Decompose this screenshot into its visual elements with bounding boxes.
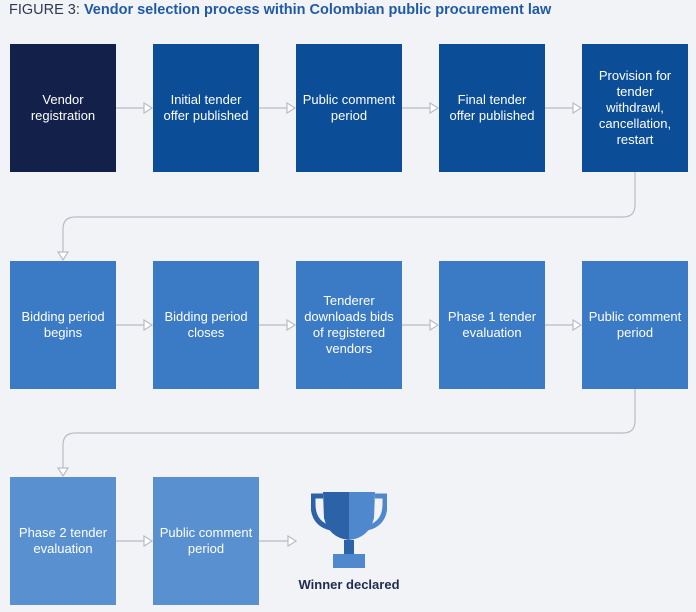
process-step: Tenderer downloads bids of registered ve… (296, 261, 402, 389)
process-step-label: Bidding period closes (164, 309, 248, 340)
connector-arrow (429, 101, 440, 115)
connector-arrow (143, 534, 154, 548)
process-step: Public comment period (296, 44, 402, 172)
process-step: Provision for tender withdrawl, cancella… (582, 44, 688, 172)
process-step: Phase 1 tender evaluation (439, 261, 545, 389)
connector-arrow (572, 101, 583, 115)
process-step-label: Tenderer downloads bids of registered ve… (304, 293, 394, 356)
process-step: Public comment period (582, 261, 688, 389)
process-step-label: Provision for tender withdrawl, cancella… (598, 68, 672, 147)
process-step-label: Public comment period (588, 309, 682, 340)
process-step-label: Public comment period (159, 525, 253, 556)
connector-arrow (286, 101, 297, 115)
process-step: Phase 2 tender evaluation (10, 477, 116, 605)
process-step: Bidding period closes (153, 261, 259, 389)
wrap-connector (62, 389, 636, 468)
process-step-label: Final tender offer published (449, 92, 535, 123)
figure-label: FIGURE 3: (9, 2, 84, 18)
process-step-label: Public comment period (302, 92, 396, 123)
process-step-label: Bidding period begins (21, 309, 105, 340)
process-step: Vendor registration (10, 44, 116, 172)
process-step: Final tender offer published (439, 44, 545, 172)
process-step-label: Phase 1 tender evaluation (447, 309, 537, 340)
connector-arrow (56, 251, 70, 262)
trophy-icon (311, 492, 387, 568)
process-step-label: Phase 2 tender evaluation (18, 525, 108, 556)
connector-arrow (143, 318, 154, 332)
wrap-connector (62, 172, 636, 252)
connector-arrow (429, 318, 440, 332)
figure-title: FIGURE 3: Vendor selection process withi… (9, 0, 551, 20)
connector-arrow (572, 318, 583, 332)
connector-arrow (287, 534, 298, 548)
connector-arrow (56, 467, 70, 478)
process-step: Public comment period (153, 477, 259, 605)
process-step-label: Initial tender offer published (163, 92, 249, 123)
connector-arrow (143, 101, 154, 115)
winner-declared-label: Winner declared (298, 577, 400, 592)
process-step: Bidding period begins (10, 261, 116, 389)
process-step: Initial tender offer published (153, 44, 259, 172)
figure-heading: Vendor selection process within Colombia… (83, 2, 552, 18)
process-step-label: Vendor registration (30, 92, 96, 123)
connector-arrow (286, 318, 297, 332)
